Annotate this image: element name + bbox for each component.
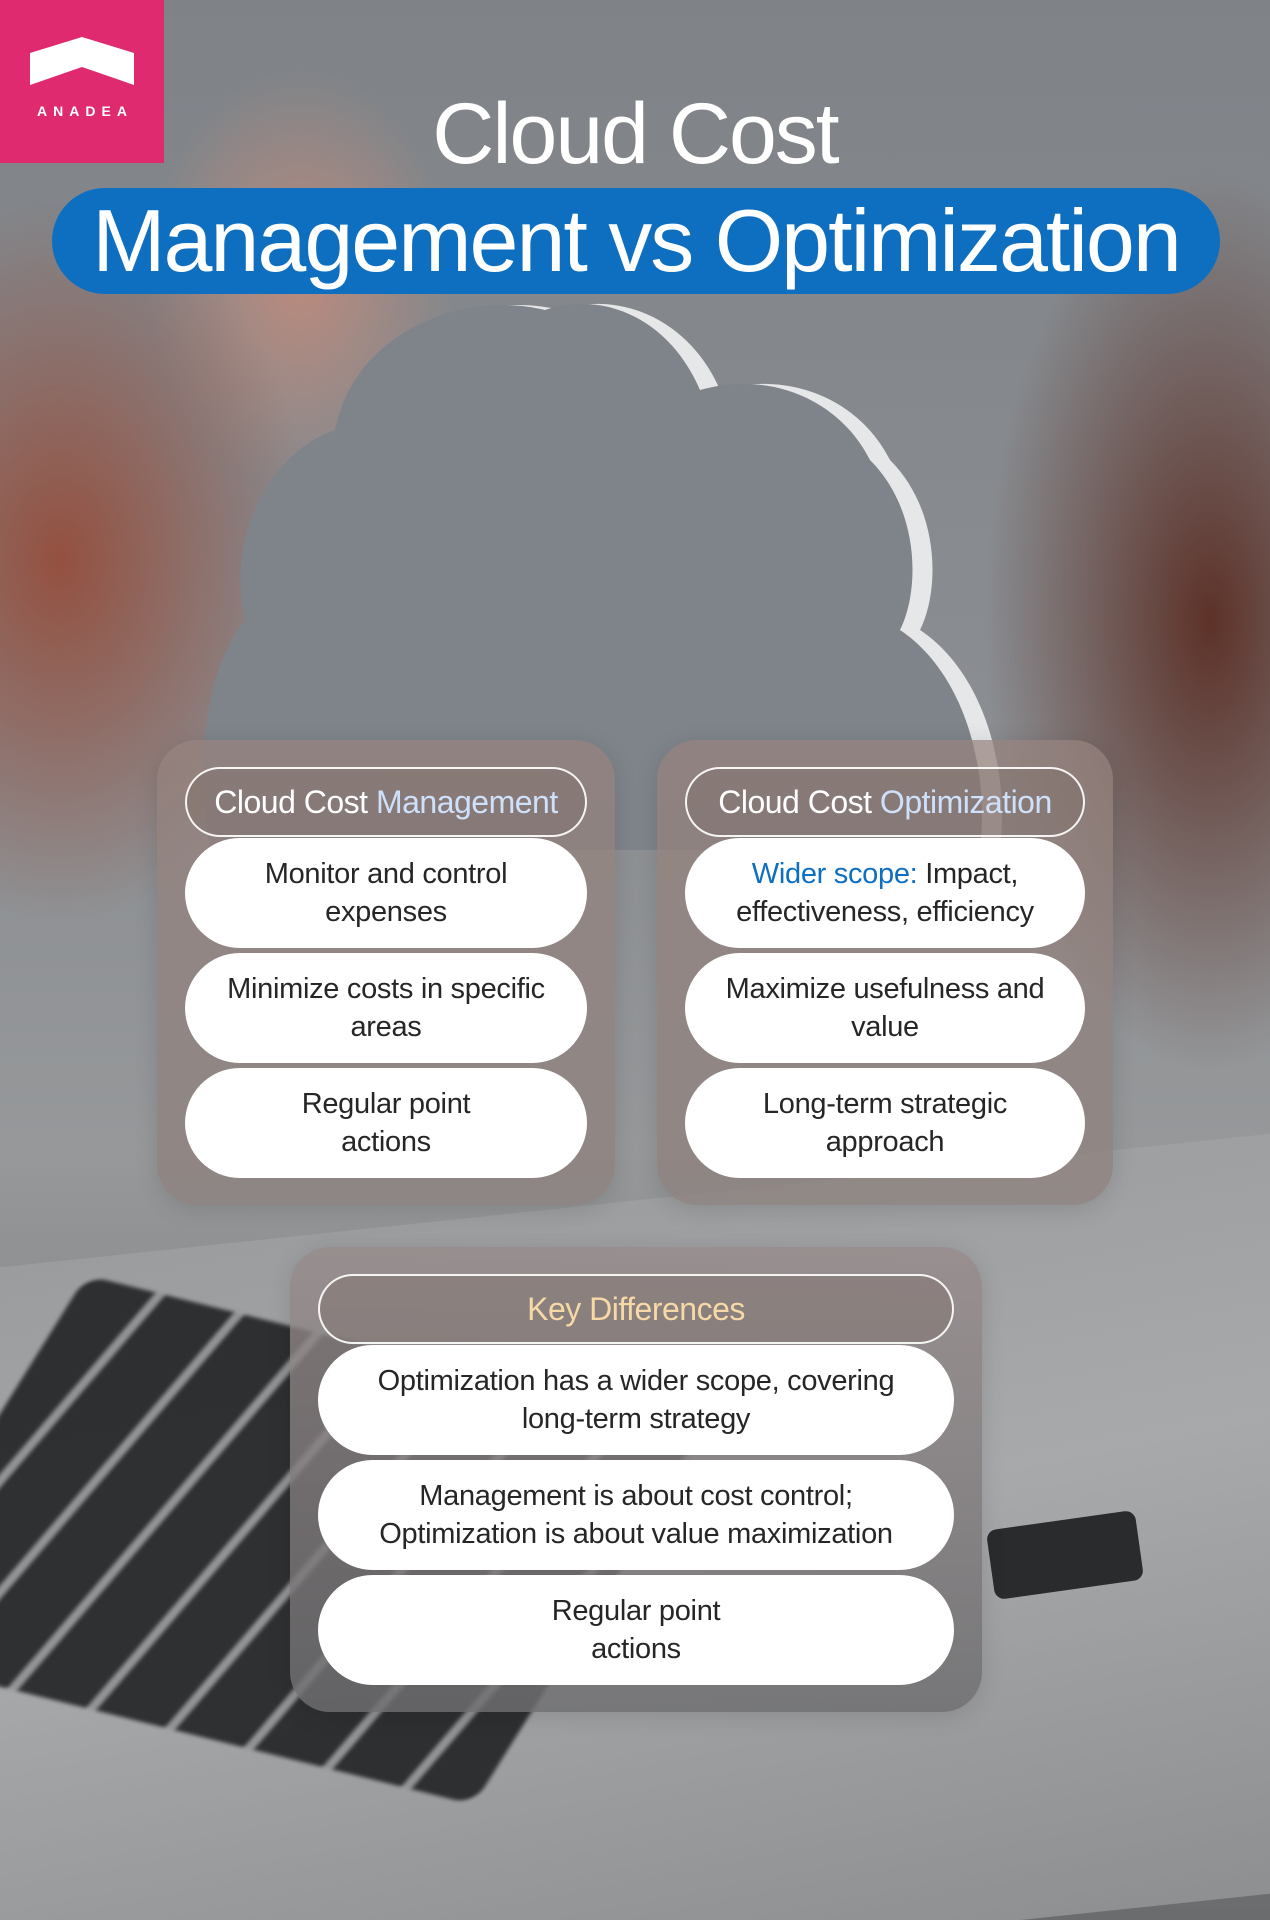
item-line-2: value	[851, 1011, 919, 1043]
item-line-1: Regular point	[551, 1595, 721, 1627]
optimization-header: Cloud Cost Optimization	[685, 767, 1085, 837]
item-line-1: Long-term strategic	[762, 1088, 1008, 1120]
header-prefix: Cloud Cost	[214, 784, 368, 820]
key-differences-panel: Key Differences Optimization has a wider…	[290, 1247, 982, 1712]
difference-item: Optimization has a wider scope, covering…	[318, 1345, 954, 1455]
key-differences-header: Key Differences	[318, 1274, 954, 1344]
item-line-2: areas	[350, 1011, 422, 1043]
difference-item: Regular point actions	[318, 1575, 954, 1685]
item-line-1: Management is about cost control;	[419, 1480, 853, 1512]
item-line-2: Optimization is about value maximization	[379, 1518, 893, 1550]
item-accent: Wider scope:	[751, 858, 918, 890]
title-line-1: Cloud Cost	[432, 86, 839, 182]
optimization-item: Long-term strategic approach	[685, 1068, 1085, 1178]
header-highlight: Optimization	[879, 784, 1052, 820]
management-item: Monitor and control expenses	[185, 838, 587, 948]
item-line-1: Minimize costs in specific	[227, 973, 545, 1005]
management-item: Minimize costs in specific areas	[185, 953, 587, 1063]
optimization-panel: Cloud Cost Optimization Wider scope: Imp…	[657, 740, 1113, 1205]
brand-logo[interactable]: ANADEA	[0, 0, 164, 163]
cloud-icon	[203, 303, 1002, 850]
item-line-2: long-term strategy	[521, 1403, 751, 1435]
item-line-2: expenses	[325, 896, 447, 928]
optimization-item: Wider scope: Impact, effectiveness, effi…	[685, 838, 1085, 948]
header-highlight: Management	[375, 784, 558, 820]
management-header: Cloud Cost Management	[185, 767, 587, 837]
item-line-1-rest: Impact,	[917, 858, 1019, 890]
optimization-item: Maximize usefulness and value	[685, 953, 1085, 1063]
brand-name: ANADEA	[37, 102, 133, 119]
item-line-2: effectiveness, efficiency	[736, 896, 1034, 928]
item-line-1: Maximize usefulness and	[725, 973, 1045, 1005]
difference-item: Management is about cost control; Optimi…	[318, 1460, 954, 1570]
title-line-2: Management vs Optimization	[52, 188, 1220, 294]
item-line-2: actions	[341, 1126, 431, 1158]
item-line-2: actions	[591, 1633, 681, 1665]
item-line-2: approach	[825, 1126, 945, 1158]
management-item: Regular point actions	[185, 1068, 587, 1178]
item-line-1: Optimization has a wider scope, covering	[377, 1365, 895, 1397]
header-prefix: Cloud Cost	[718, 784, 872, 820]
logo-roof-icon	[30, 36, 134, 85]
item-line-1: Regular point	[301, 1088, 471, 1120]
item-line-1: Monitor and control	[264, 858, 508, 890]
management-panel: Cloud Cost Management Monitor and contro…	[157, 740, 615, 1205]
item-line-1: Wider scope: Impact,	[736, 855, 1034, 893]
